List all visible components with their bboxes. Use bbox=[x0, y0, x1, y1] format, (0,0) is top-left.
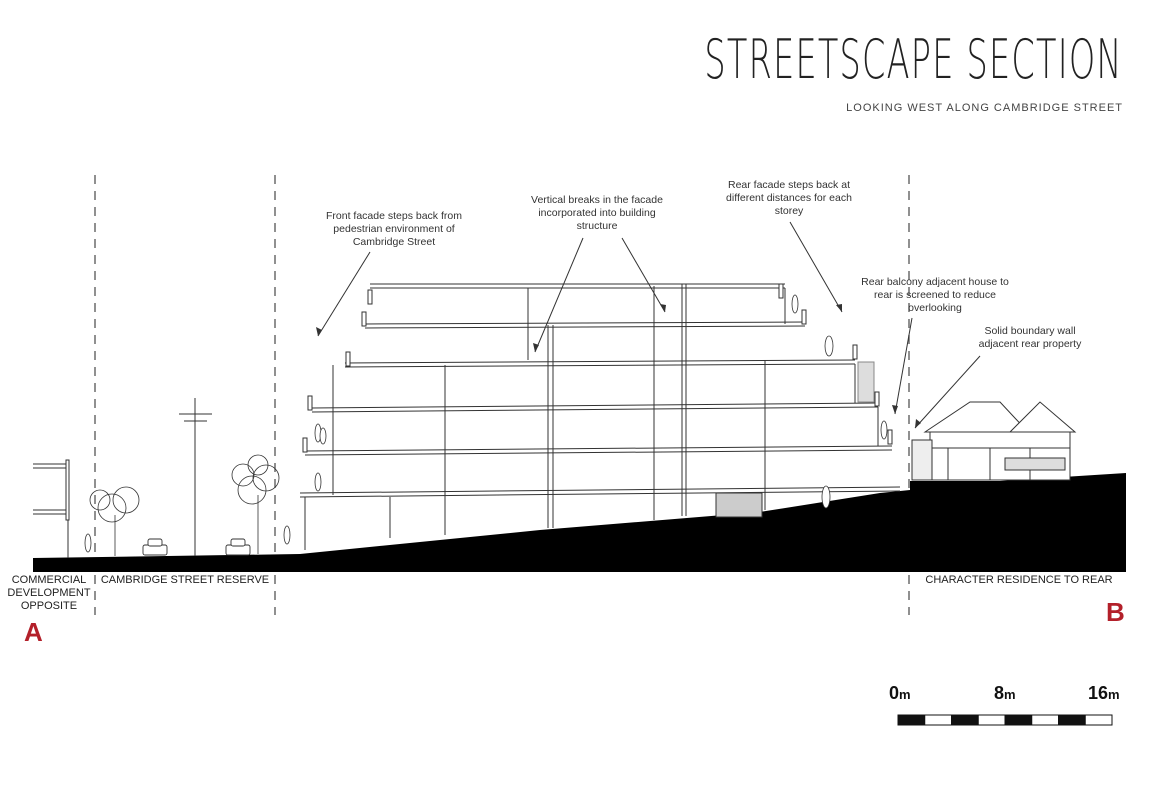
scale-bar bbox=[897, 714, 1113, 726]
scale-unit: m bbox=[899, 687, 911, 702]
annotation-arrowheads bbox=[316, 304, 921, 428]
scale-label-8: 8m bbox=[994, 683, 1016, 704]
scale-segment bbox=[951, 714, 979, 726]
character-residence bbox=[911, 401, 1077, 481]
zone-label-commercial: COMMERCIAL DEVELOPMENT OPPOSITE bbox=[7, 574, 91, 612]
scale-value: 16 bbox=[1088, 683, 1109, 703]
annotation-rear-balcony: Rear balcony adjacent house to rear is s… bbox=[861, 276, 1009, 314]
street-tree-2 bbox=[231, 454, 280, 554]
section-marker-b: B bbox=[1106, 597, 1125, 627]
ground-section bbox=[33, 473, 1126, 572]
power-pole bbox=[179, 398, 212, 556]
scale-segment bbox=[1058, 714, 1086, 726]
scale-unit: m bbox=[1108, 687, 1120, 702]
page-subtitle: LOOKING WEST ALONG CAMBRIDGE STREET bbox=[846, 102, 1123, 114]
figures bbox=[84, 294, 888, 553]
annotation-boundary-wall: Solid boundary wall adjacent rear proper… bbox=[978, 325, 1082, 350]
page-title: STREETSCAPE SECTION bbox=[704, 28, 1123, 91]
section-marker-a: A bbox=[24, 617, 43, 647]
scale-unit: m bbox=[1004, 687, 1016, 702]
scale-label-16: 16m bbox=[1088, 683, 1120, 704]
commercial-building bbox=[33, 459, 70, 558]
annotation-vertical-breaks: Vertical breaks in the facade incorporat… bbox=[531, 194, 663, 232]
zone-label-street-reserve: CAMBRIDGE STREET RESERVE bbox=[100, 574, 270, 586]
scale-value: 0 bbox=[889, 683, 900, 703]
car-2 bbox=[225, 538, 251, 556]
scale-value: 8 bbox=[994, 683, 1005, 703]
scale-segment bbox=[1004, 714, 1033, 726]
street-tree-1 bbox=[89, 486, 140, 556]
annotation-rear-facade: Rear facade steps back at different dist… bbox=[726, 179, 852, 217]
scale-segment bbox=[897, 714, 926, 726]
annotation-leaders bbox=[317, 221, 981, 429]
annotation-front-facade: Front facade steps back from pedestrian … bbox=[326, 210, 462, 248]
car-1 bbox=[142, 538, 168, 556]
scale-label-0: 0m bbox=[889, 683, 911, 704]
main-building bbox=[299, 283, 901, 550]
zone-label-residence: CHARACTER RESIDENCE TO REAR bbox=[925, 574, 1113, 586]
